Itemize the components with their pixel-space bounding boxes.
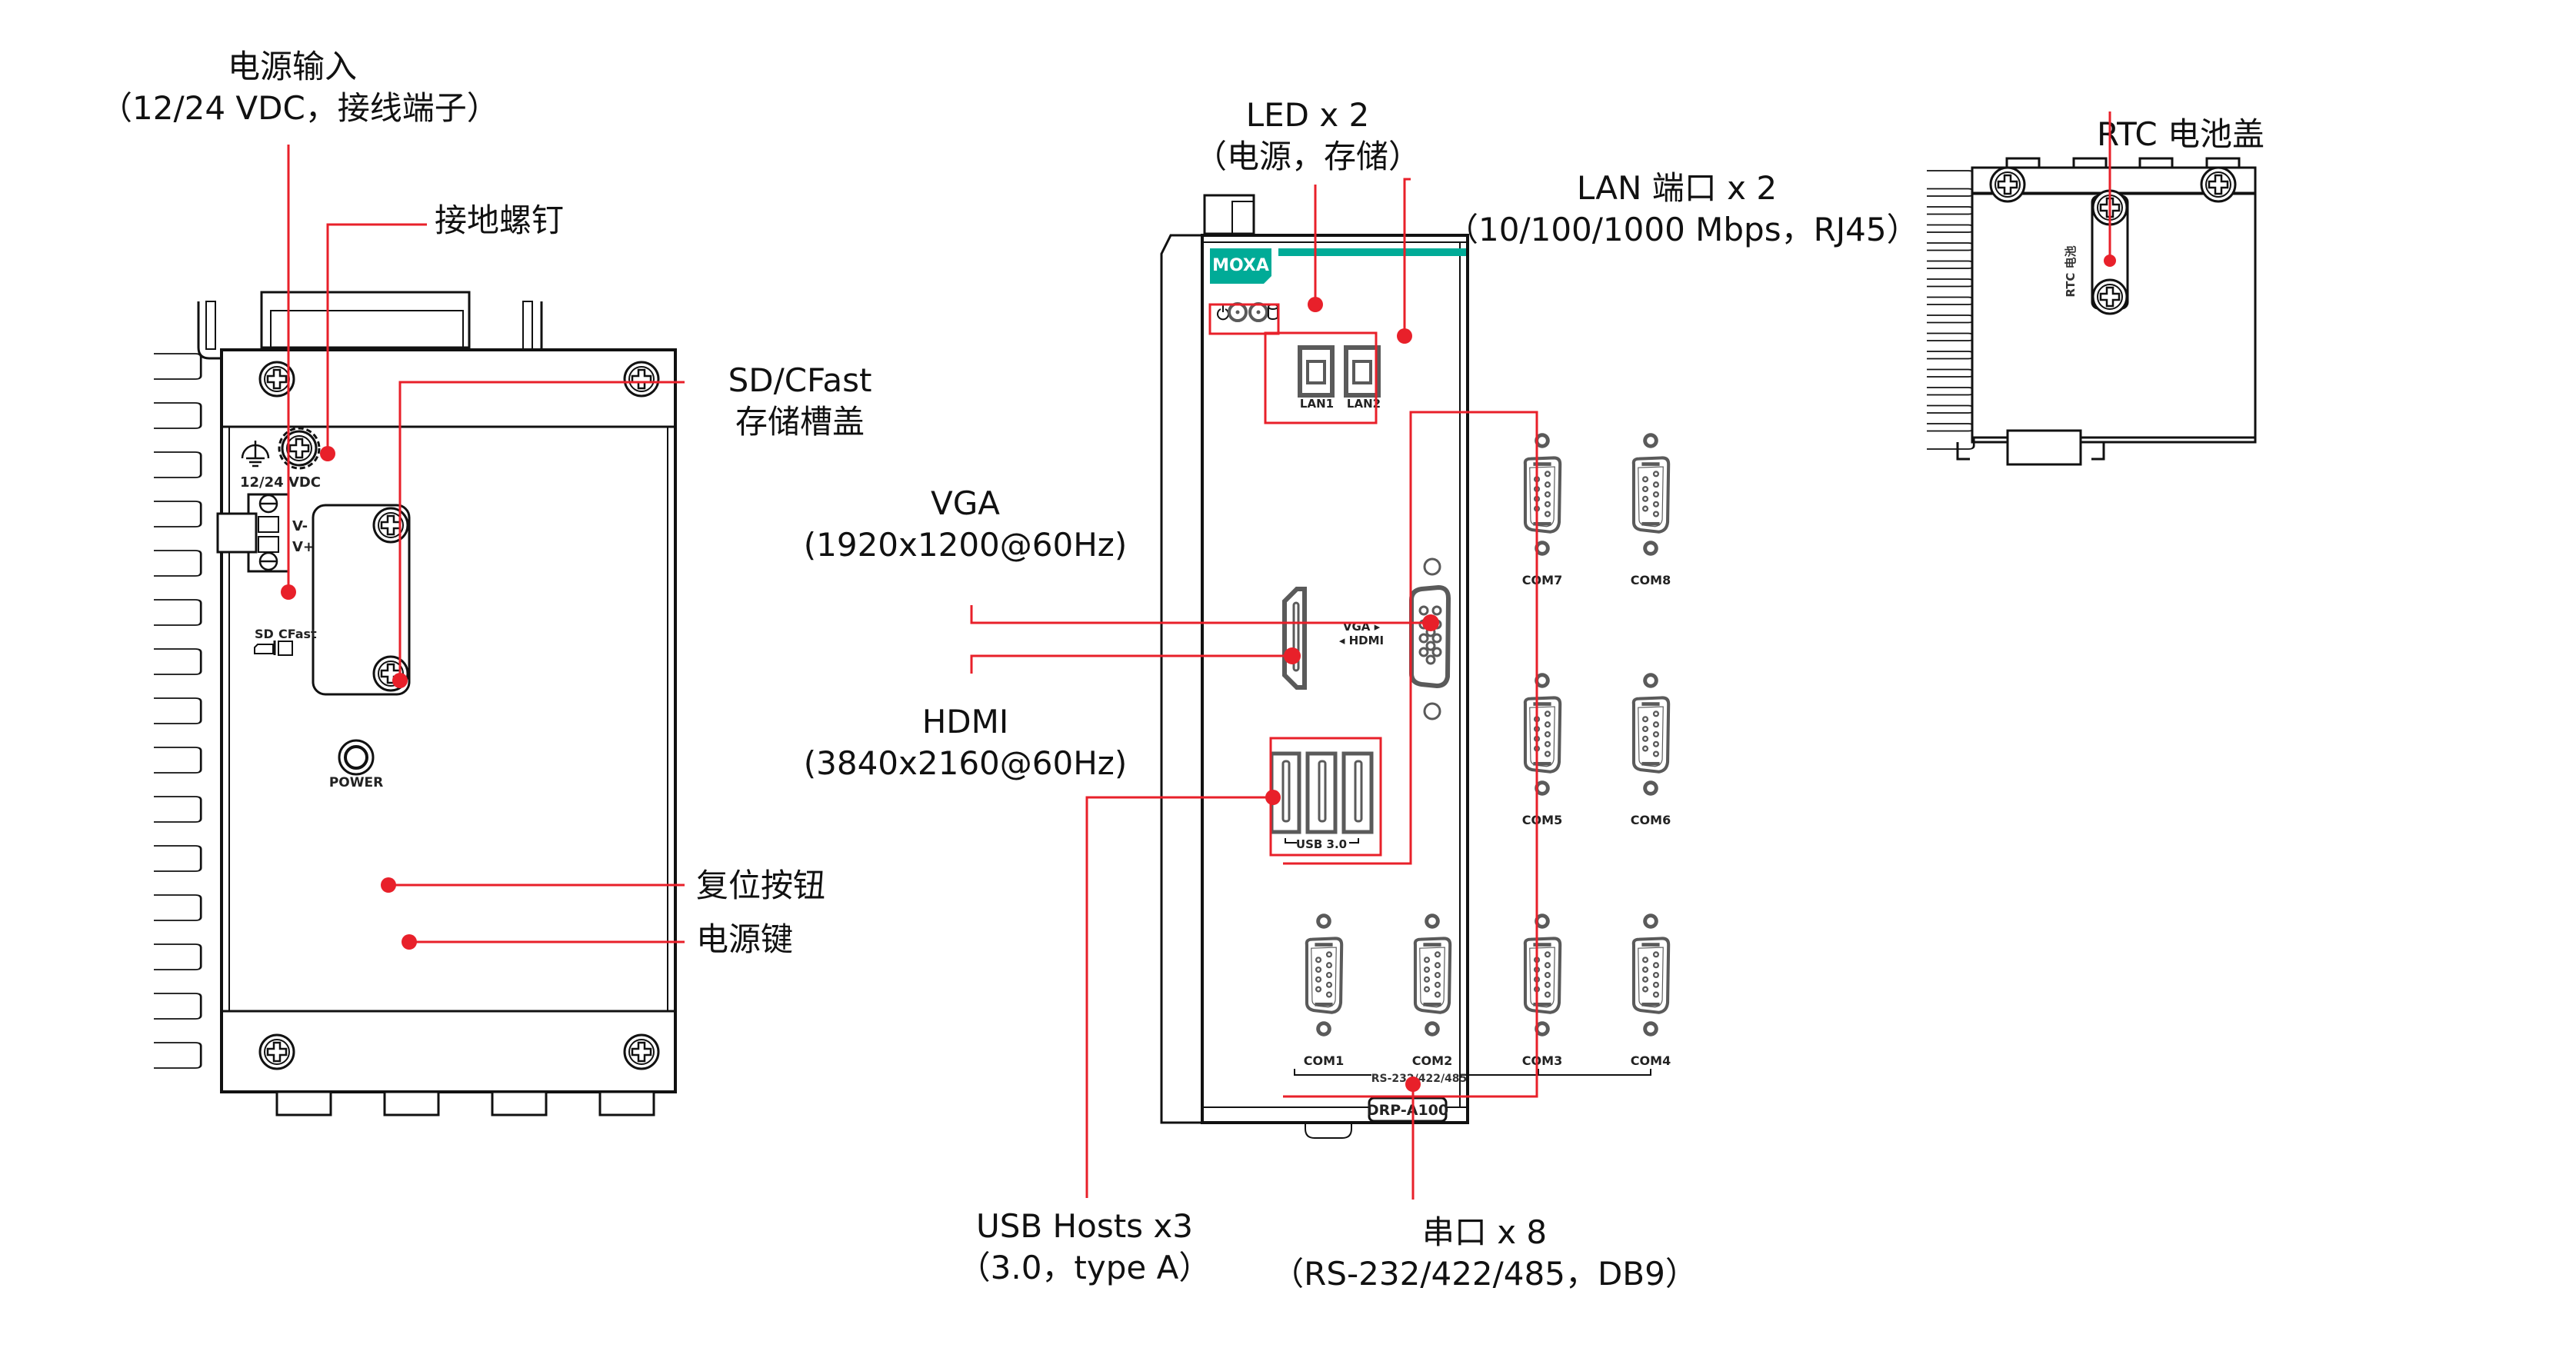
usb-port-3[interactable] [1341, 751, 1374, 834]
com5-label: COM5 [1522, 813, 1562, 827]
callout-dots [281, 255, 2116, 1092]
callout-ground-screw-title: 接地螺钉 [435, 201, 565, 239]
callout-storage-cover-title: SD/CFast [728, 361, 872, 399]
right-side-view: RTC 电池 [1956, 157, 2257, 466]
v-plus-label: V+ [292, 539, 315, 555]
callout-rtc-cover: RTC 电池盖 [2046, 114, 2315, 155]
callout-serial-detail: （RS-232/422/485，DB9） [1271, 1255, 1698, 1293]
callout-rtc-cover-title: RTC 电池盖 [2097, 115, 2264, 153]
callout-led-title: LED x 2 [1245, 96, 1370, 134]
callout-leaders [287, 145, 1431, 1200]
led-indicator [1228, 302, 1248, 322]
callout-power-input-detail: （12/24 VDC，接线端子） [100, 89, 499, 127]
brand-stripe [1278, 248, 1466, 256]
standoff-screw [1425, 913, 1440, 929]
standoff-screw [1425, 1021, 1440, 1037]
serial-port-com5[interactable] [1525, 673, 1560, 796]
callout-vga-detail: (1920x1200@60Hz) [803, 526, 1128, 564]
callout-power-key: 电源键 [696, 919, 793, 960]
com6-label: COM6 [1631, 813, 1671, 827]
callout-hdmi-detail: (3840x2160@60Hz) [803, 744, 1128, 782]
serial-port-com4[interactable] [1634, 913, 1668, 1037]
serial-port-com6[interactable] [1634, 673, 1668, 796]
callout-vga-title: VGA [930, 484, 1000, 522]
com1-label: COM1 [1304, 1053, 1344, 1068]
standoff-screw [1643, 1021, 1658, 1037]
storage-slot-cover[interactable] [312, 504, 411, 696]
ground-screw [278, 427, 321, 470]
serial-port-com8[interactable] [1634, 433, 1668, 556]
callout-reset-button-title: 复位按钮 [696, 867, 826, 904]
usb30-label: USB 3.0 [1296, 837, 1347, 851]
callout-lan-title: LAN 端口 x 2 [1576, 169, 1778, 207]
vga-port[interactable] [1409, 584, 1451, 689]
brand-label: MOXA [1212, 256, 1269, 275]
callout-power-key-title: 电源键 [696, 920, 794, 958]
cfast-label: CFast [278, 627, 317, 641]
front-panel-view: MOXA [1160, 194, 1671, 1139]
callout-usb-detail: （3.0，type A） [958, 1249, 1211, 1286]
callout-lan-detail: （10/100/1000 Mbps，RJ45） [1446, 211, 1919, 248]
v-minus-label: V- [292, 518, 308, 534]
callout-hdmi-title: HDMI [921, 703, 1009, 740]
callout-storage-cover-detail: 存储槽盖 [735, 403, 865, 441]
callout-serial-title: 串口 x 8 [1421, 1213, 1548, 1251]
hdmi-port[interactable] [1282, 587, 1307, 690]
serial-port-com7[interactable] [1525, 433, 1560, 556]
heatsink-fins-right [1925, 169, 1975, 451]
ground-symbol-icon [241, 441, 270, 468]
vdc-label: 12/24 VDC [240, 474, 321, 491]
callout-boxes [1208, 303, 1538, 1098]
serial-port-com3[interactable] [1525, 913, 1560, 1037]
power-terminal-block [216, 493, 290, 573]
standoff-screw [1316, 913, 1331, 929]
usb-port-2[interactable] [1305, 751, 1338, 834]
callout-hdmi: HDMI (3840x2160@60Hz) [792, 701, 1138, 784]
callout-ground-screw: 接地螺钉 [435, 200, 564, 241]
callout-vga: VGA (1920x1200@60Hz) [792, 483, 1138, 566]
callout-power-input: 电源输入 （12/24 VDC，接线端子） [100, 46, 499, 129]
power-label: POWER [329, 775, 383, 790]
heatsink-fins [132, 350, 223, 1096]
callout-usb: USB Hosts x3 （3.0，type A） [946, 1206, 1223, 1289]
rtc-label: RTC 电池 [2064, 245, 2078, 297]
com8-label: COM8 [1631, 573, 1671, 587]
standoff-screw [1643, 780, 1658, 796]
callout-lan: LAN 端口 x 2 （10/100/1000 Mbps，RJ45） [1446, 168, 1919, 251]
standoff-screw [1643, 913, 1658, 929]
heatsink-fins-left [152, 352, 202, 1070]
callout-reset-button: 复位按钮 [696, 865, 825, 907]
standoff-screw [1643, 541, 1658, 556]
left-side-view: 12/24 VDC V- V+ SD CFast [132, 291, 677, 1116]
model-label: DRP-A100 [1367, 1102, 1448, 1119]
sd-card-icon [254, 644, 274, 654]
lan-port-1[interactable] [1298, 345, 1335, 398]
power-button[interactable] [338, 739, 375, 776]
rs-standard-label: RS-232/422/485 [1371, 1073, 1468, 1085]
callout-serial: 串口 x 8 （RS-232/422/485，DB9） [1261, 1212, 1708, 1295]
standoff-screw [1316, 1021, 1331, 1037]
com3-label: COM3 [1522, 1053, 1562, 1068]
cfast-card-icon [278, 641, 293, 656]
callout-led-detail: （电源，存储） [1194, 138, 1421, 175]
callout-power-input-title: 电源输入 [227, 48, 357, 85]
com4-label: COM4 [1631, 1053, 1671, 1068]
com2-label: COM2 [1412, 1053, 1452, 1068]
led-indicator [1248, 302, 1268, 322]
callout-storage-cover: SD/CFast 存储槽盖 [685, 360, 915, 443]
com7-label: COM7 [1522, 573, 1562, 587]
standoff-screw [1643, 433, 1658, 448]
callout-led: LED x 2 （电源，存储） [1185, 95, 1431, 178]
lan1-label: LAN1 [1300, 397, 1334, 411]
model-badge [1368, 1096, 1448, 1123]
hdmi-arrow-label: ◂ HDMI [1339, 634, 1384, 647]
standoff-screw [1643, 673, 1658, 688]
lan2-label: LAN2 [1347, 397, 1381, 411]
sd-label: SD [255, 627, 274, 641]
moxa-logo: MOXA [1210, 248, 1271, 284]
lan-port-2[interactable] [1344, 345, 1381, 398]
callout-usb-title: USB Hosts x3 [975, 1207, 1193, 1245]
